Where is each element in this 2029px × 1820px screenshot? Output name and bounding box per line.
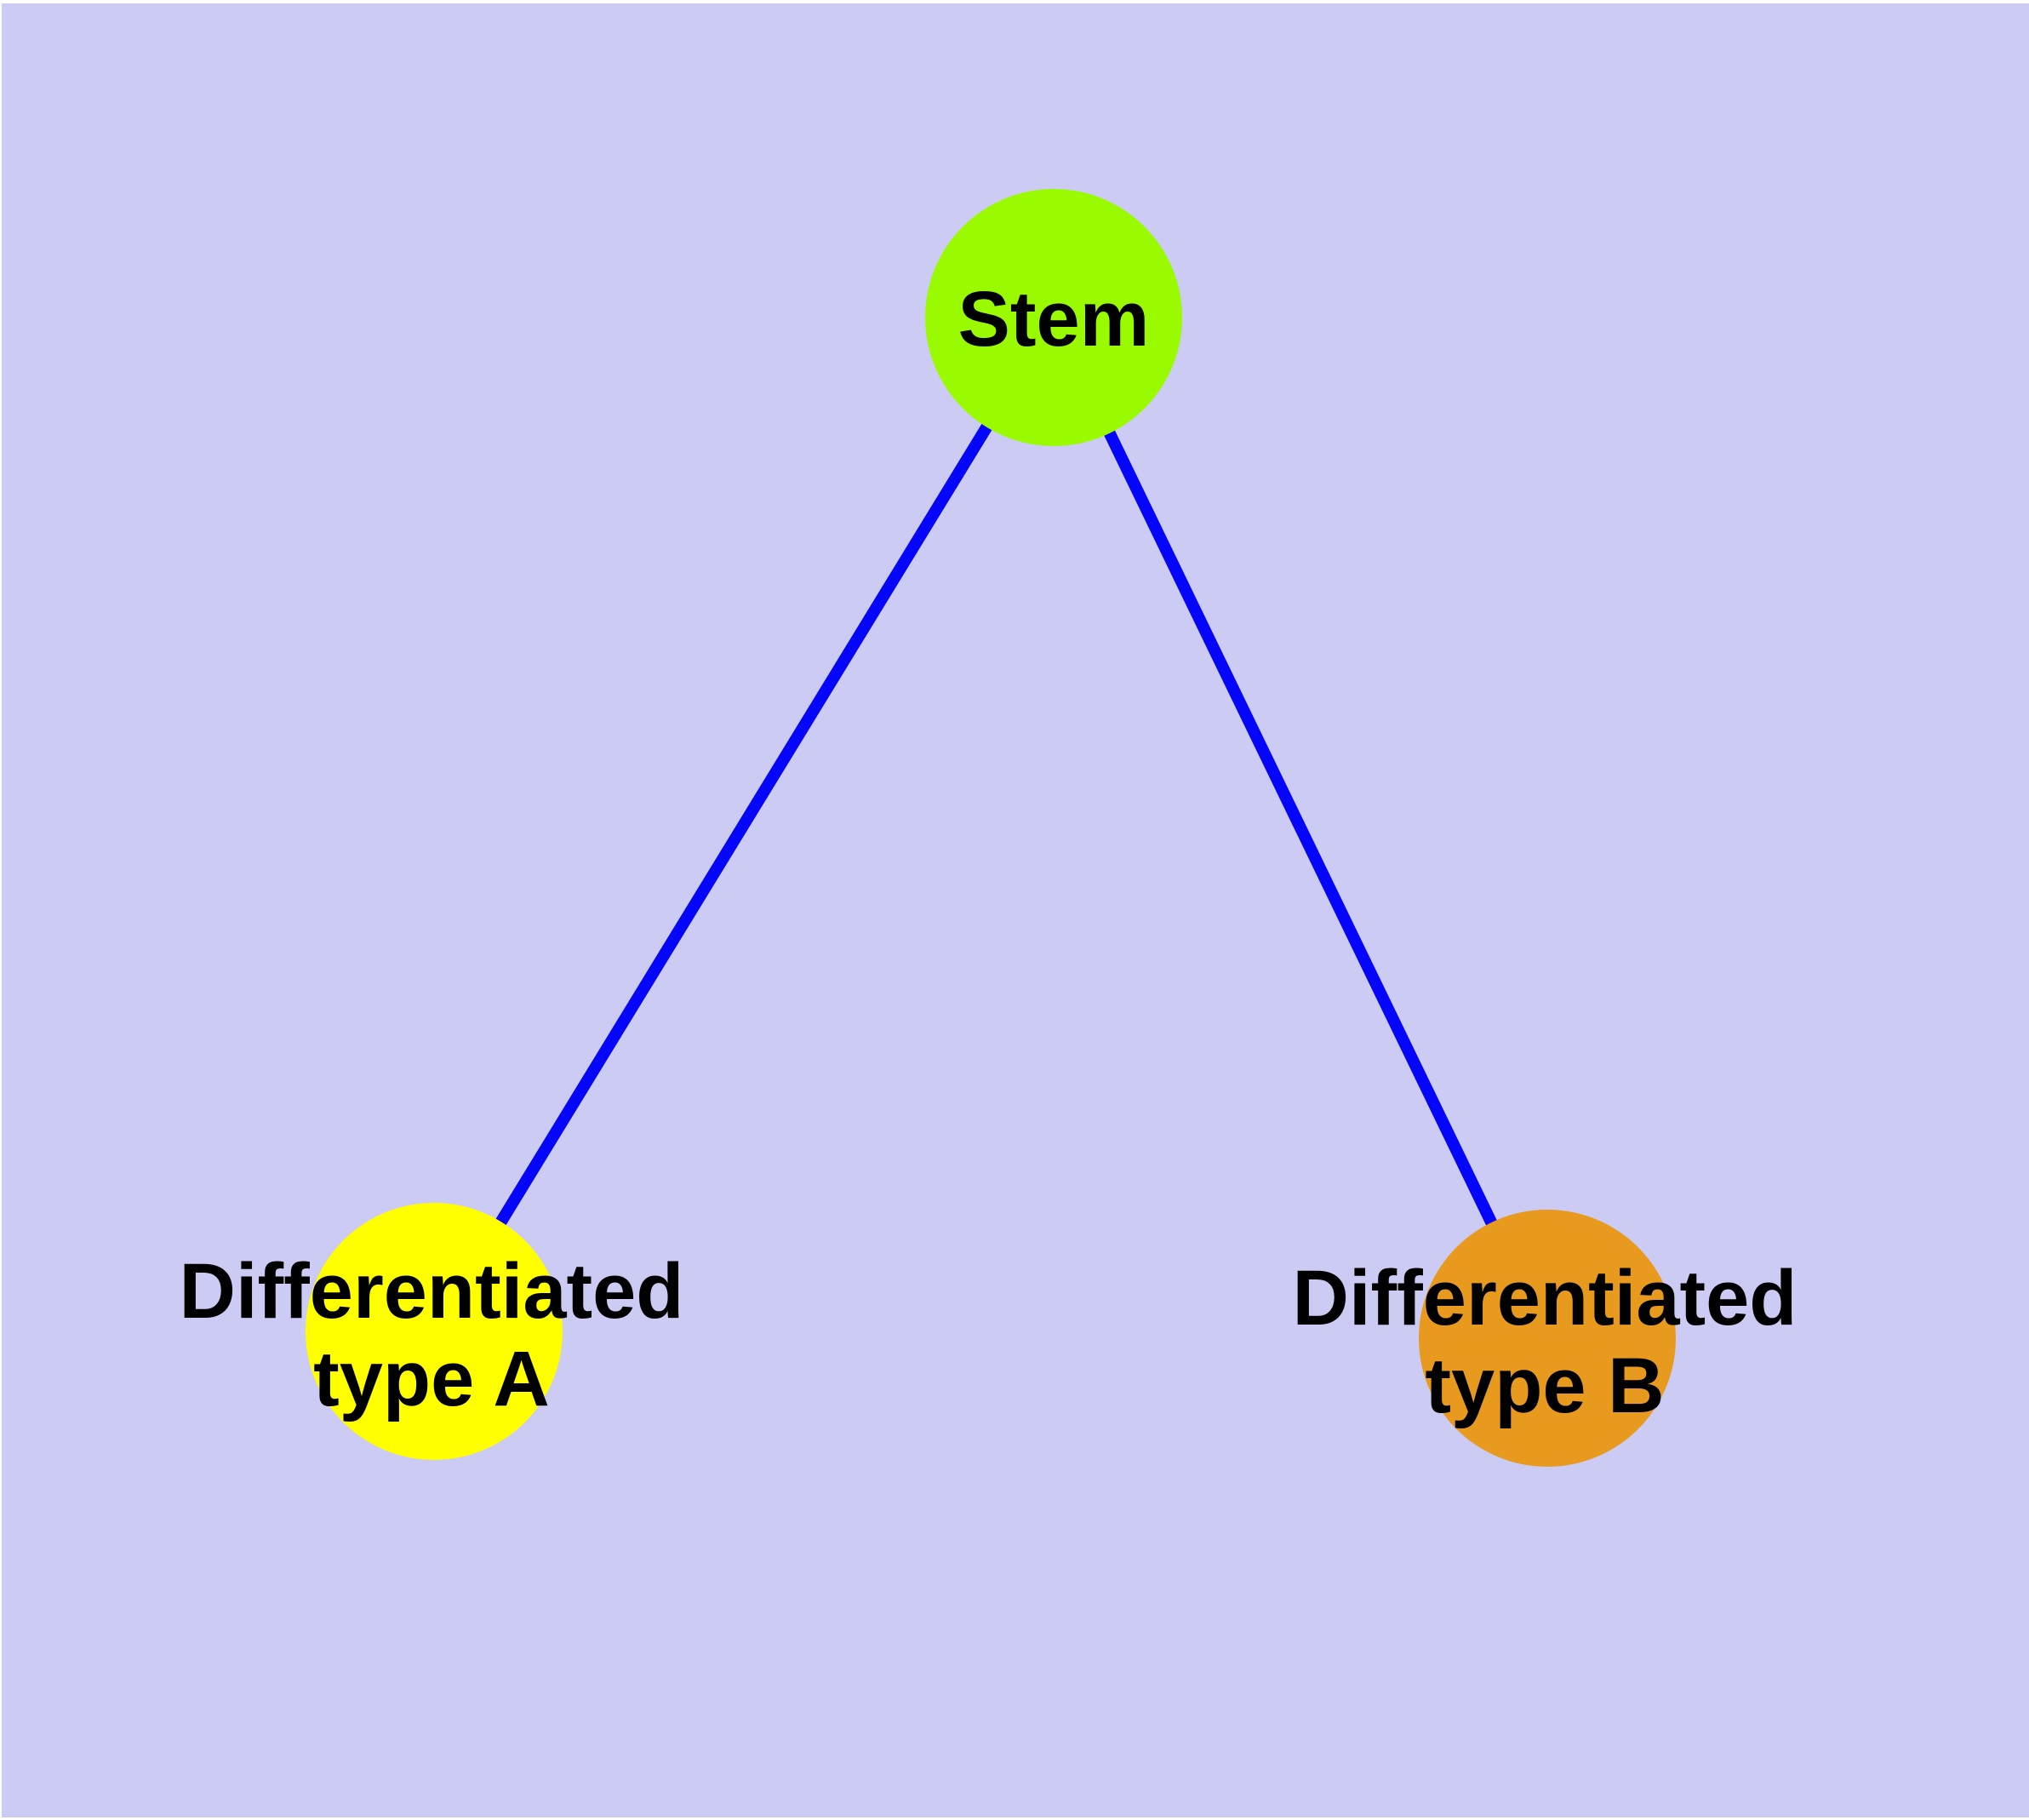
type-a-node-label-line1: Differentiated [180,1248,684,1335]
stem-node [925,189,1182,446]
type-a-node-label-line2: type A [313,1336,550,1422]
edge-stem-to-type-a [429,314,1059,1335]
type-a-node [306,1203,563,1460]
type-b-node-label-line2: type B [1425,1342,1664,1429]
edge-stem-to-type-b [1048,314,1553,1342]
type-b-node [1419,1210,1676,1467]
type-b-node-label-line1: Differentiated [1293,1255,1798,1342]
stem-node-label: Stem [958,276,1150,363]
